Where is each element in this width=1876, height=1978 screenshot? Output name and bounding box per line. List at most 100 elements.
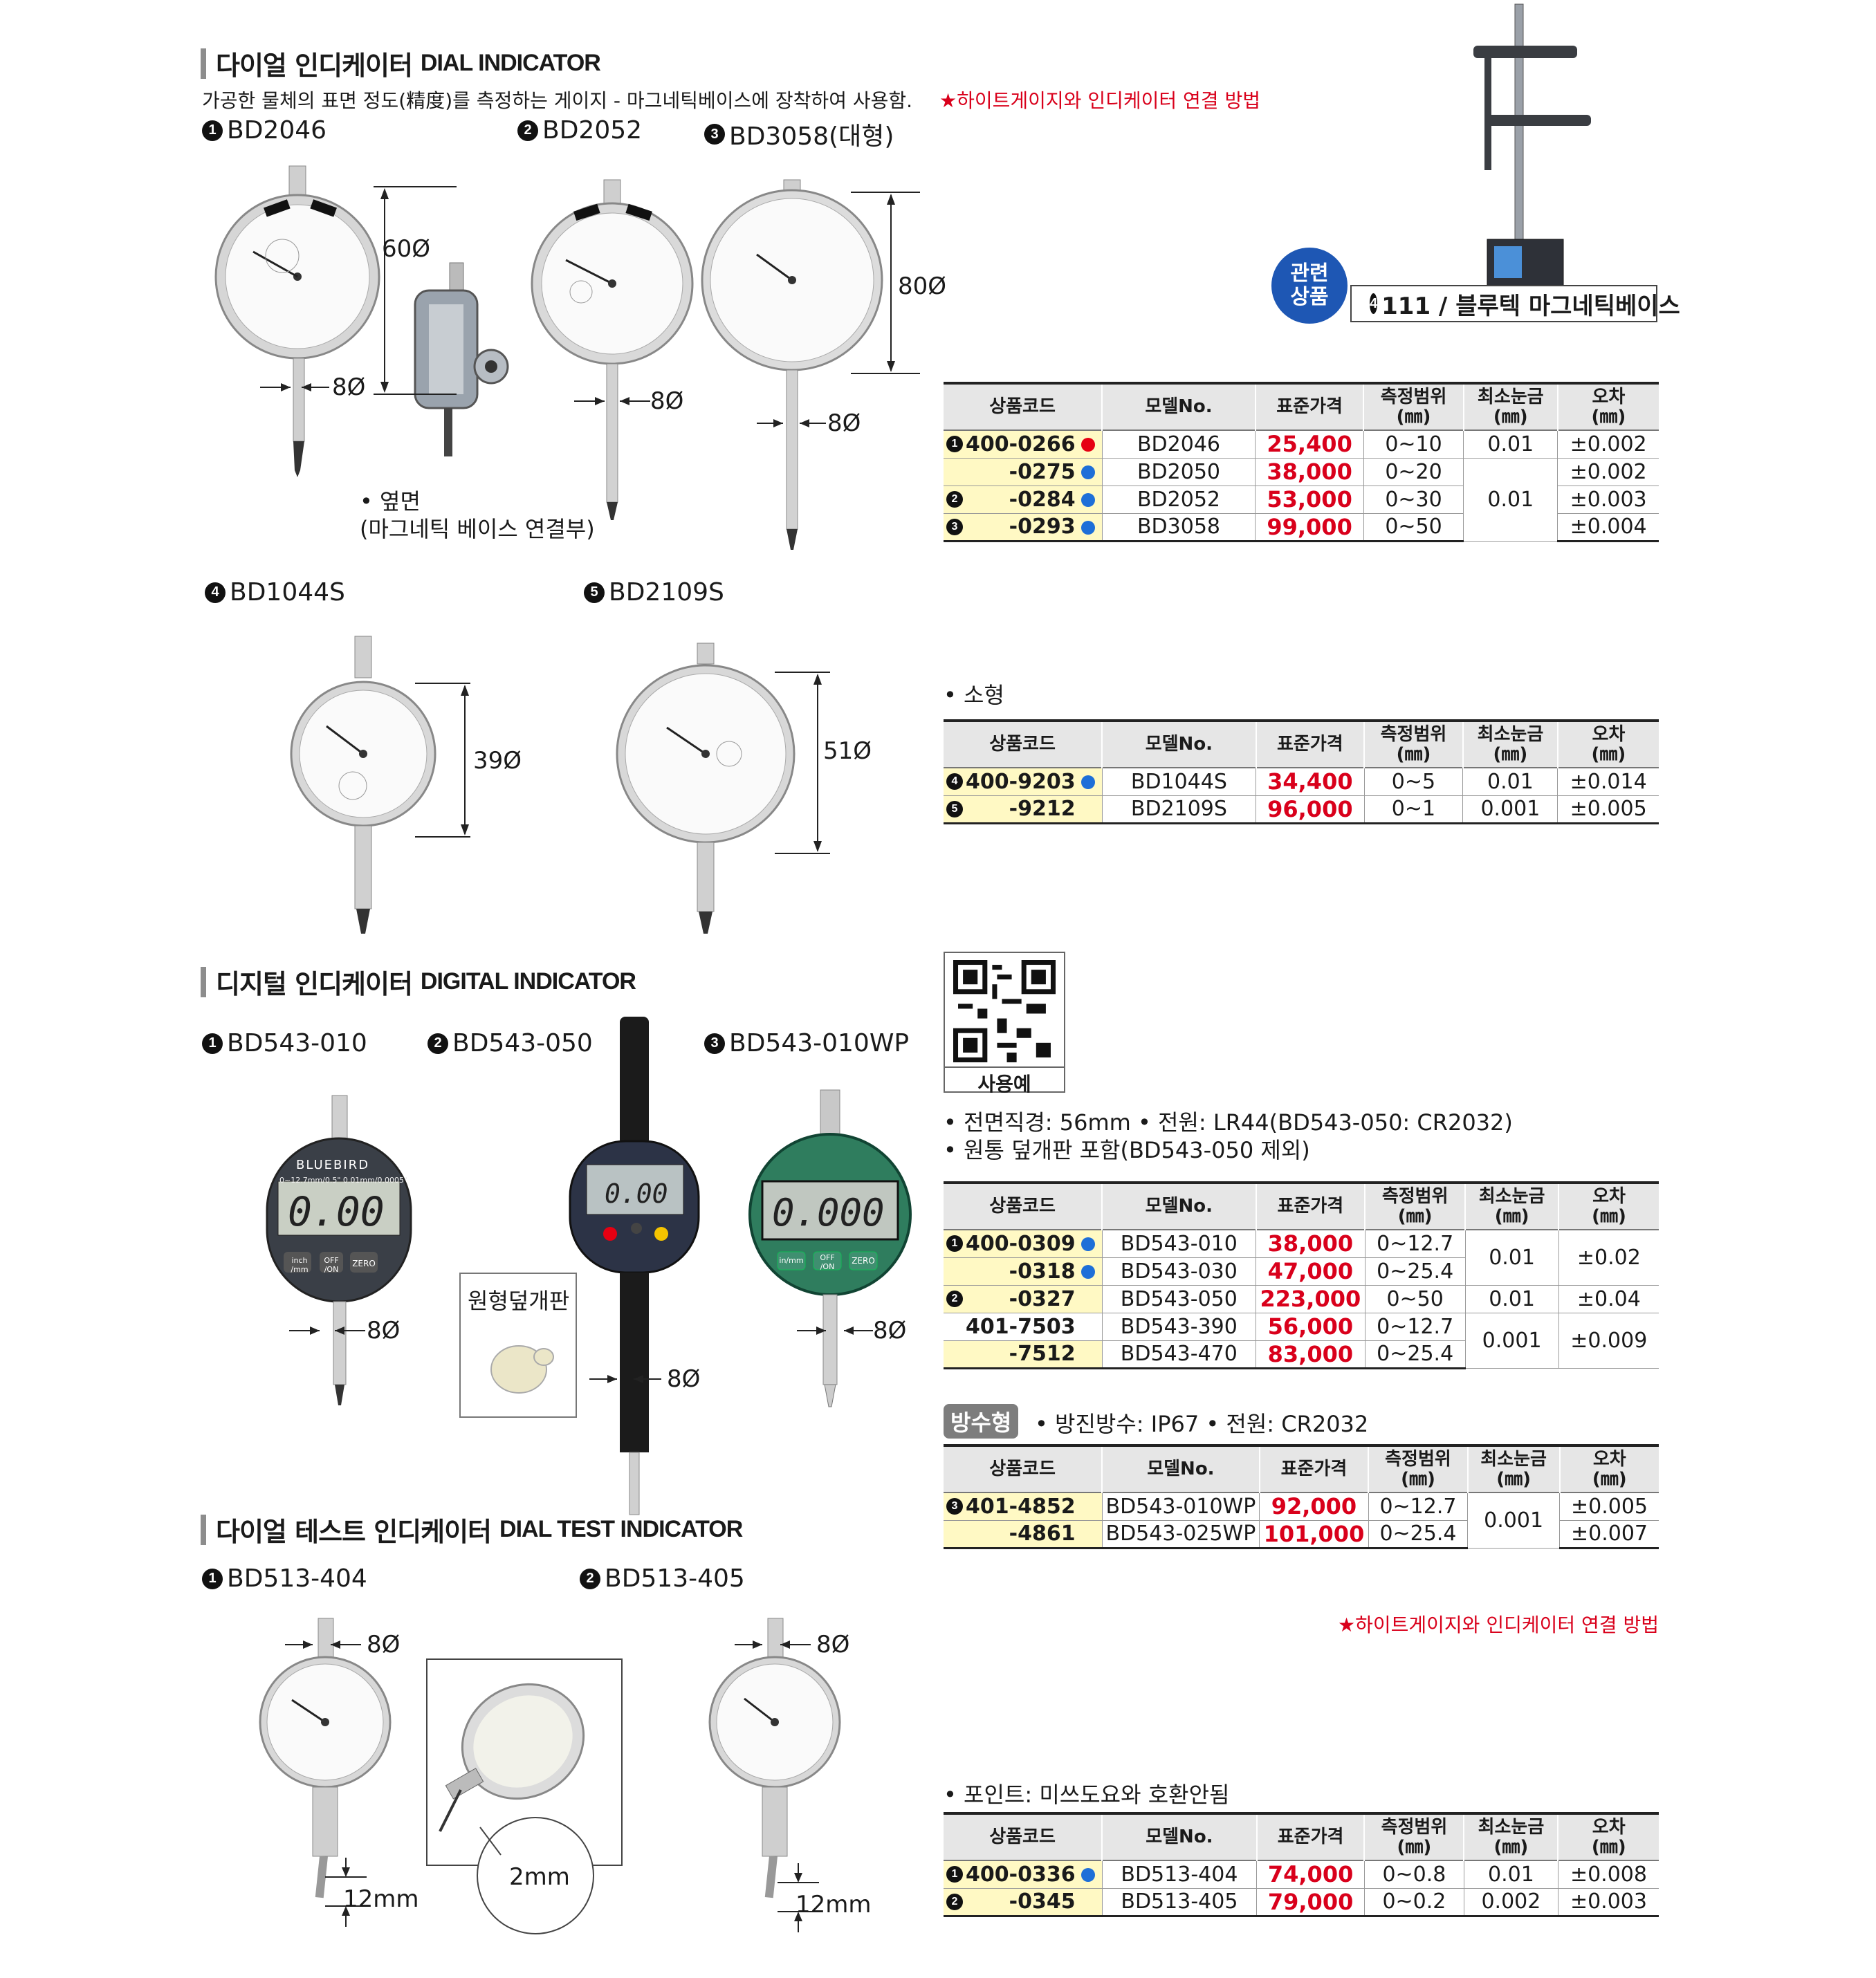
product-code-cell: 3-0293 — [944, 513, 1103, 542]
number-badge: 2 — [580, 1568, 600, 1589]
number-badge: 2 — [517, 120, 538, 141]
in-mm-button: in/mm — [779, 1256, 804, 1265]
error-cell: ±0.005 — [1559, 1492, 1659, 1521]
error-cell: ±0.005 — [1557, 795, 1659, 824]
title-en: DIAL INDICATOR — [420, 50, 601, 76]
header-range: 측정범위(㎜) — [1368, 1445, 1468, 1492]
header-model: 모델No. — [1101, 1813, 1257, 1860]
model-label: 1 BD543-010 — [202, 1029, 367, 1057]
range-cell: 0~0.2 — [1363, 1888, 1464, 1917]
product-code-cell: 2-0327 — [944, 1285, 1103, 1313]
price-cell: 223,000 — [1256, 1285, 1365, 1313]
model-cell: BD543-010WP — [1101, 1492, 1260, 1521]
model-cell: BD2046 — [1101, 430, 1256, 459]
dimension-2mm: 2mm — [509, 1863, 570, 1891]
price-cell: 74,000 — [1256, 1860, 1365, 1889]
error-cell: ±0.04 — [1558, 1285, 1659, 1313]
header-graduation: 최소눈금(㎜) — [1462, 383, 1558, 430]
digital-indicator-bd543-010wp-image — [748, 1089, 912, 1407]
range-cell: 0~0.8 — [1363, 1860, 1464, 1889]
model-cell: BD543-025WP — [1101, 1520, 1260, 1549]
on-off-button: OFF /ON — [820, 1253, 835, 1271]
on-off-button: OFF /ON — [324, 1256, 339, 1274]
table-row: 3-0293 BD3058 99,000 0~50 ±0.004 — [944, 513, 1659, 542]
table-row: -0318 BD543-030 47,000 0~25.4 — [944, 1257, 1659, 1286]
section-title-dial: 다이얼 인디케이터 DIAL INDICATOR — [201, 44, 601, 82]
lcd-display: 0.00 — [605, 1179, 668, 1209]
range-cell: 0~50 — [1364, 1285, 1466, 1313]
product-code-cell: -4861 — [944, 1520, 1103, 1549]
cover-plate-label: 원형덮개판 — [468, 1288, 570, 1314]
error-cell: ±0.002 — [1557, 458, 1659, 486]
section-description: 가공한 물체의 표면 정도(精度)를 측정하는 게이지 - 마그네틱베이스에 장… — [202, 89, 913, 112]
brand-logo: BLUEBIRD — [296, 1158, 370, 1172]
model-cell: BD2050 — [1101, 458, 1256, 486]
model-label: 4 BD1044S — [205, 578, 345, 607]
graduation-cell: 0.001 — [1464, 1313, 1559, 1369]
model-name: BD2052 — [542, 116, 643, 145]
number-badge: 5 — [946, 800, 963, 817]
error-cell: ±0.003 — [1557, 486, 1659, 514]
magnetic-base-image — [1473, 3, 1591, 288]
zero-button: ZERO — [352, 1259, 376, 1268]
header-price: 표준가격 — [1255, 1183, 1365, 1230]
range-cell: 0~50 — [1363, 513, 1464, 542]
cover-plate-box — [459, 1273, 577, 1418]
dial-indicator-bd3058-image — [701, 179, 883, 550]
header-range: 측정범위(㎜) — [1364, 1183, 1466, 1230]
header-code: 상품코드 — [944, 1813, 1103, 1860]
graduation-cell: 0.01 — [1464, 1230, 1559, 1286]
dimension-lines — [325, 1858, 367, 1927]
header-code: 상품코드 — [944, 1183, 1103, 1230]
number-badge: 1 — [202, 1033, 223, 1054]
dimension-lines — [778, 1863, 819, 1932]
price-cell: 83,000 — [1256, 1340, 1365, 1369]
related-product-link[interactable]: 4 111 / 블루텍 마그네틱베이스 — [1350, 285, 1680, 322]
blue-dot — [1080, 1265, 1095, 1279]
header-error: 오차(㎜) — [1558, 1183, 1659, 1230]
dimension-60: 60Ø — [382, 235, 431, 263]
dimension-8: 8Ø — [367, 1317, 401, 1344]
graduation-cell: 0.01 — [1463, 1860, 1558, 1889]
price-cell: 101,000 — [1259, 1520, 1369, 1549]
dial-indicator-bd2046-image — [214, 165, 380, 477]
height-gauge-link[interactable]: ★하이트게이지와 인디케이터 연결 방법 — [939, 89, 1260, 112]
range-cell: 0~5 — [1363, 768, 1463, 796]
table-row: -4861 BD543-025WP 101,000 0~25.4 ±0.007 — [944, 1520, 1659, 1549]
digital-indicator-bd543-010-image — [266, 1095, 412, 1405]
model-label: 5 BD2109S — [584, 578, 724, 607]
section-title-test: 다이얼 테스트 인디케이터 DIAL TEST INDICATOR — [201, 1510, 743, 1549]
blue-dot — [1080, 1237, 1095, 1252]
title-bar — [201, 1514, 206, 1545]
model-label: 2 BD2052 — [517, 116, 642, 145]
blue-dot — [1080, 520, 1095, 535]
number-badge: 4 — [1370, 293, 1378, 314]
height-gauge-link[interactable]: ★하이트게이지와 인디케이터 연결 방법 — [1338, 1614, 1659, 1636]
model-name: BD2046 — [227, 116, 327, 145]
error-cell: ±0.009 — [1558, 1313, 1659, 1369]
model-name: BD543-010WP — [729, 1029, 910, 1057]
dimension-8: 8Ø — [332, 373, 366, 401]
price-cell: 96,000 — [1256, 795, 1364, 824]
header-error: 오차(㎜) — [1556, 383, 1659, 430]
header-model: 모델No. — [1101, 1183, 1256, 1230]
range-cell: 0~1 — [1363, 795, 1463, 824]
dimension-lines — [374, 186, 457, 395]
lcd-display: 0.00 — [288, 1188, 385, 1235]
waterproof-badge: 방수형 — [944, 1404, 1019, 1439]
qr-code[interactable]: 사용예 — [944, 952, 1065, 1096]
price-cell: 56,000 — [1256, 1313, 1365, 1341]
model-name: BD2109S — [609, 578, 724, 607]
dimension-12mm: 12mm — [796, 1891, 872, 1919]
dimension-arrow — [757, 419, 826, 427]
range-cell: 0~25.4 — [1364, 1257, 1466, 1286]
product-code-cell: -7512 — [944, 1340, 1103, 1369]
model-cell: BD3058 — [1101, 513, 1256, 542]
model-name: BD543-010 — [227, 1029, 367, 1057]
table-header-row: 상품코드 모델No. 표준가격 측정범위(㎜) 최소눈금(㎜) 오차(㎜) — [944, 721, 1659, 768]
